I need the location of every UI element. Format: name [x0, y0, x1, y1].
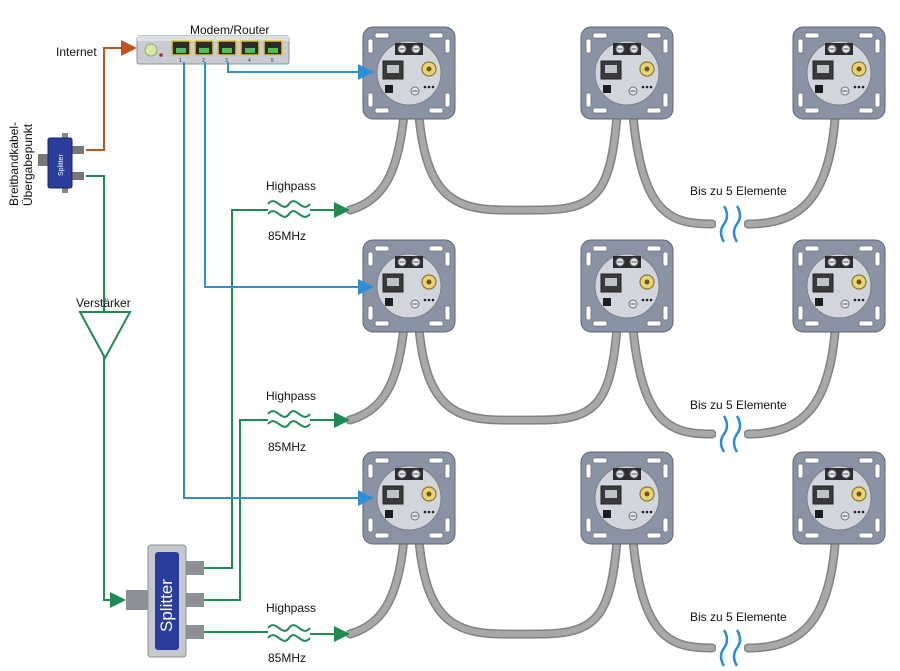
modem-router-label: Modem/Router	[190, 23, 269, 37]
uebergabepunkt-label-line1: Breitbandkabel-	[7, 122, 21, 206]
cable-s1-s2-r3	[415, 525, 621, 638]
router-port-5: 5	[263, 40, 283, 64]
highpass-filter-icon-1	[267, 200, 311, 218]
cable-s2-break-r3	[629, 525, 715, 651]
cable-s2-break-r1	[629, 100, 715, 227]
cable-s1-s2-r1	[415, 100, 621, 214]
house-splitter: Splitter	[38, 133, 84, 193]
chain-break-icon-2	[716, 414, 744, 454]
router-port-number: 2	[202, 58, 205, 64]
highpass-filter-icon-3	[267, 624, 311, 642]
cable-break-s3-r2	[745, 313, 839, 437]
cable-highpass-socket-r3	[347, 525, 408, 637]
wall-socket-r3-c1	[362, 451, 456, 545]
wall-socket-r3-c3	[792, 451, 886, 545]
amplifier	[78, 311, 132, 361]
lan-routes	[183, 62, 374, 506]
chain-label-1: Bis zu 5 Elemente	[690, 184, 787, 198]
wall-socket-r2-c1	[362, 239, 456, 333]
router-port-number: 3	[225, 58, 228, 64]
cable-highpass-socket-r1	[347, 100, 408, 213]
frequency-label-1: 85MHz	[268, 229, 306, 243]
cable-group	[345, 98, 841, 653]
chain-label-2: Bis zu 5 Elemente	[690, 398, 787, 412]
highpass-label-1: Highpass	[266, 179, 316, 193]
chain-break-icon-3	[716, 628, 744, 668]
modem-router: 1 2 3 4 5 Modem/Router	[136, 23, 290, 65]
router-port-1: 1	[171, 40, 191, 64]
coax-routes	[204, 202, 350, 642]
wall-socket-r2-c3	[792, 239, 886, 333]
socket-grid	[362, 26, 886, 545]
router-port-3: 3	[217, 40, 237, 64]
wall-socket-r1-c1	[362, 26, 456, 120]
cable-highpass-socket-r2	[347, 313, 408, 423]
router-port-number: 1	[179, 58, 182, 64]
frequency-label-3: 85MHz	[268, 651, 306, 665]
uebergabepunkt-label-line2: Übergabepunkt	[21, 123, 35, 206]
frequency-label-2: 85MHz	[268, 440, 306, 454]
cable-s2-break-r2	[629, 313, 715, 437]
chain-label-3: Bis zu 5 Elemente	[690, 610, 787, 624]
coax-feed-line	[86, 175, 126, 608]
amplifier-label: Verstärker	[76, 296, 131, 310]
router-port-number: 4	[248, 58, 251, 64]
router-port-number: 5	[271, 58, 274, 64]
router-port-4: 4	[240, 40, 260, 64]
internet-line	[86, 40, 137, 151]
power-led-icon	[144, 43, 158, 57]
highpass-filter-icon-2	[267, 410, 311, 428]
highpass-filters	[267, 200, 311, 642]
highpass-label-2: Highpass	[266, 389, 316, 403]
wall-socket-r1-c3	[792, 26, 886, 120]
main-splitter-label: Splitter	[157, 579, 176, 632]
break-marks	[716, 204, 744, 668]
internet-label: Internet	[56, 45, 97, 59]
router-port-2: 2	[194, 40, 214, 64]
cable-break-s3-r1	[745, 100, 839, 227]
highpass-label-3: Highpass	[266, 601, 316, 615]
chain-break-icon-1	[716, 204, 744, 244]
wall-socket-r2-c2	[580, 239, 674, 333]
small-splitter-label: Splitter	[58, 154, 65, 176]
cable-break-s3-r3	[745, 525, 839, 651]
cable-s1-s2-r2	[415, 313, 621, 424]
main-splitter: Splitter	[126, 544, 204, 658]
wall-socket-r1-c2	[580, 26, 674, 120]
wall-socket-r3-c2	[580, 451, 674, 545]
